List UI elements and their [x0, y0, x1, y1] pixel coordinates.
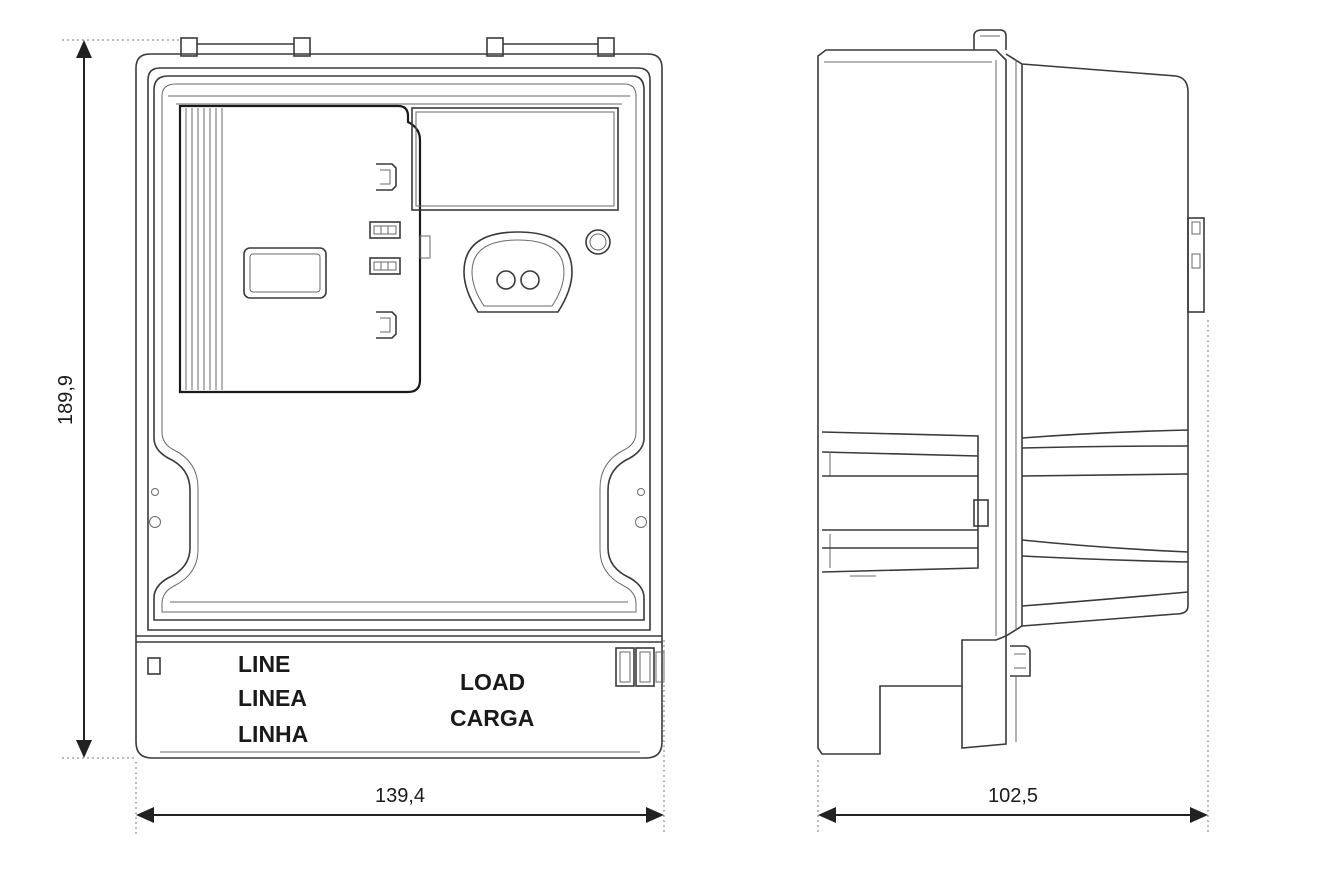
front-panel — [153, 75, 645, 621]
height-value: 189,9 — [55, 375, 77, 425]
terminal-seal — [615, 647, 665, 687]
side-cover — [1005, 53, 1189, 637]
lcd-panel — [411, 107, 619, 211]
cover-plate — [178, 104, 422, 394]
optical-port — [463, 231, 573, 313]
side-depth-dimension: 102,5 — [817, 320, 1209, 834]
front-width-dimension: 139,4 — [135, 640, 665, 834]
load-label-2: CARGA — [450, 705, 534, 731]
side-view — [817, 29, 1205, 755]
top-clips — [180, 37, 615, 57]
line-label-2: LINEA — [238, 685, 307, 711]
housing-outline — [135, 53, 663, 759]
height-dimension: 189,9 — [55, 39, 180, 759]
front-width-value: 139,4 — [375, 785, 425, 807]
side-depth-value: 102,5 — [988, 785, 1038, 807]
side-base — [817, 49, 1007, 755]
load-label-1: LOAD — [460, 669, 525, 695]
display-window — [243, 247, 327, 299]
front-view: LINE LINEA LINHA LOAD CARGA — [135, 37, 665, 759]
line-label-1: LINE — [238, 651, 290, 677]
line-label-3: LINHA — [238, 721, 308, 747]
push-button — [585, 229, 611, 255]
